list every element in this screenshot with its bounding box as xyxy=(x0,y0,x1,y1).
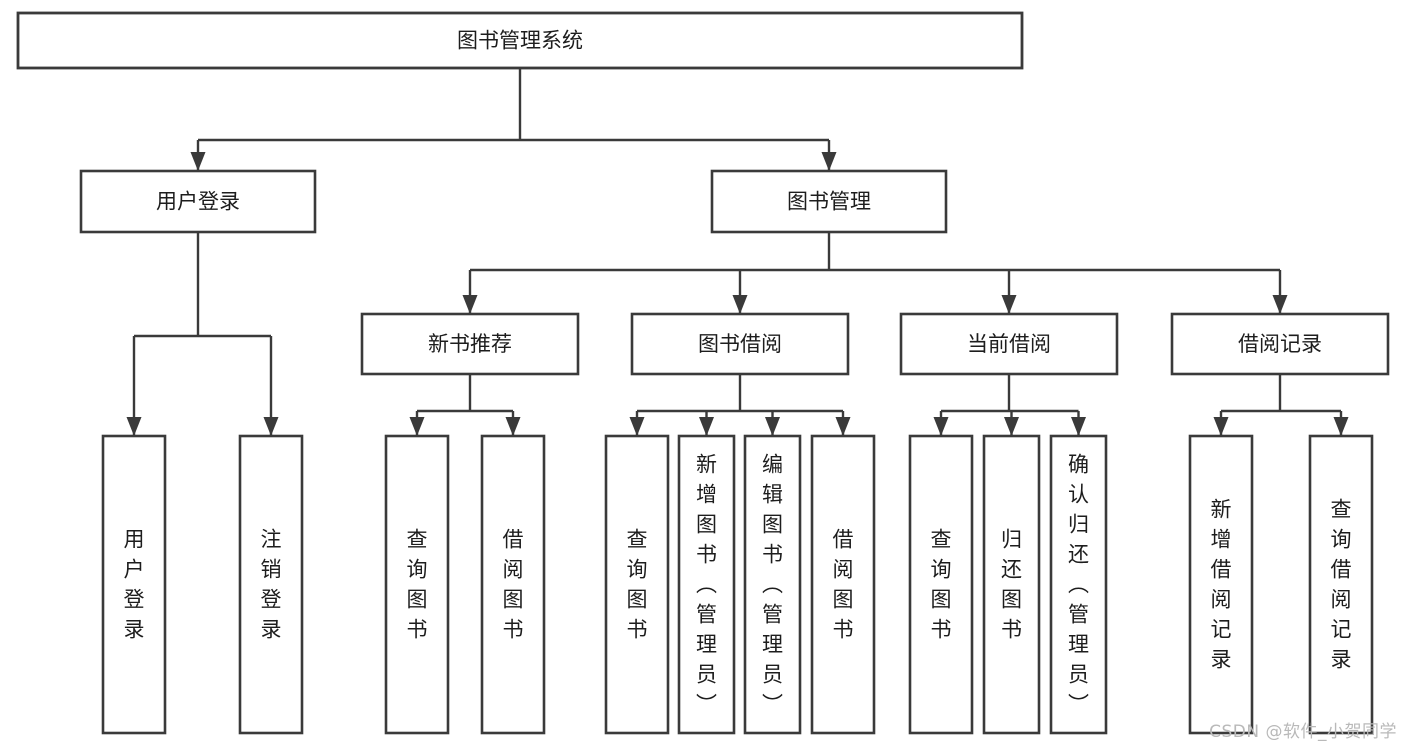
node-box-new-book-recommend xyxy=(360,312,580,376)
node-label-leaf-user-login: 用户登录 xyxy=(124,528,145,642)
node-leaf-add-book-admin[interactable]: 新增图书︵管理员︶ xyxy=(677,434,736,735)
node-box-borrow-record xyxy=(1170,312,1390,376)
node-label-leaf-add-book-admin: 新增图书︵管理员︶ xyxy=(696,453,717,717)
node-label-leaf-query-book-borrow: 查询图书 xyxy=(627,528,648,642)
node-leaf-logout[interactable]: 注销登录 xyxy=(238,434,304,735)
book-management-arrow-0 xyxy=(462,295,478,314)
node-label-new-book-recommend: 新书推荐 xyxy=(428,332,512,356)
node-leaf-query-borrow-record[interactable]: 查询借阅记录 xyxy=(1308,434,1374,735)
node-leaf-edit-book-admin[interactable]: 编辑图书︵管理员︶ xyxy=(743,434,802,735)
root-arrow-0 xyxy=(190,152,206,171)
node-book-borrow[interactable]: 图书借阅 xyxy=(630,312,850,376)
node-label-leaf-query-book-rec: 查询图书 xyxy=(407,528,428,642)
node-user-login[interactable]: 用户登录 xyxy=(79,169,317,234)
node-leaf-borrow-book-rec[interactable]: 借阅图书 xyxy=(480,434,546,735)
node-leaf-return-book[interactable]: 归还图书 xyxy=(982,434,1041,735)
node-label-book-borrow: 图书借阅 xyxy=(698,332,782,356)
node-box-leaf-query-book-rec xyxy=(384,434,450,735)
node-label-leaf-edit-book-admin: 编辑图书︵管理员︶ xyxy=(762,453,783,717)
node-box-leaf-query-borrow-record xyxy=(1308,434,1374,735)
node-label-leaf-query-borrow-record: 查询借阅记录 xyxy=(1331,498,1352,672)
node-label-borrow-record: 借阅记录 xyxy=(1238,332,1322,356)
node-leaf-add-borrow-record[interactable]: 新增借阅记录 xyxy=(1188,434,1254,735)
book-borrow-arrow-0 xyxy=(629,417,645,436)
node-leaf-user-login[interactable]: 用户登录 xyxy=(101,434,167,735)
node-box-leaf-query-book-cur xyxy=(908,434,974,735)
borrow-record-arrow-1 xyxy=(1333,417,1349,436)
borrow-record-arrow-0 xyxy=(1213,417,1229,436)
node-label-root: 图书管理系统 xyxy=(457,29,583,53)
node-label-leaf-add-borrow-record: 新增借阅记录 xyxy=(1211,498,1232,672)
node-box-leaf-logout xyxy=(238,434,304,735)
node-current-borrow[interactable]: 当前借阅 xyxy=(899,312,1119,376)
node-root[interactable]: 图书管理系统 xyxy=(16,11,1024,70)
book-management-arrow-3 xyxy=(1272,295,1288,314)
node-label-leaf-borrow-book: 借阅图书 xyxy=(833,528,854,642)
book-borrow-arrow-3 xyxy=(835,417,851,436)
current-borrow-arrow-1 xyxy=(1004,417,1019,436)
node-book-management[interactable]: 图书管理 xyxy=(710,169,948,234)
book-management-arrow-1 xyxy=(732,295,748,314)
node-label-book-management: 图书管理 xyxy=(787,190,871,214)
node-box-book-borrow xyxy=(630,312,850,376)
node-label-leaf-confirm-return-admin: 确认归还︵管理员︶ xyxy=(1068,453,1089,717)
node-label-user-login: 用户登录 xyxy=(156,190,240,214)
node-box-leaf-return-book xyxy=(982,434,1041,735)
book-borrow-arrow-1 xyxy=(699,417,714,436)
user-login-arrow-1 xyxy=(263,417,279,436)
node-leaf-query-book-rec[interactable]: 查询图书 xyxy=(384,434,450,735)
current-borrow-arrow-0 xyxy=(933,417,949,436)
root-arrow-1 xyxy=(821,152,837,171)
book-borrow-arrow-2 xyxy=(765,417,780,436)
node-label-leaf-return-book: 归还图书 xyxy=(1001,528,1022,642)
node-leaf-query-book-cur[interactable]: 查询图书 xyxy=(908,434,974,735)
connector-layer xyxy=(126,68,1349,436)
watermark-text: CSDN @软件_小贺同学 xyxy=(1209,722,1397,742)
node-box-user-login xyxy=(79,169,317,234)
new-book-recommend-arrow-0 xyxy=(409,417,425,436)
node-box-leaf-user-login xyxy=(101,434,167,735)
new-book-recommend-arrow-1 xyxy=(505,417,521,436)
node-box-current-borrow xyxy=(899,312,1119,376)
node-leaf-query-book-borrow[interactable]: 查询图书 xyxy=(604,434,670,735)
node-label-leaf-query-book-cur: 查询图书 xyxy=(931,528,952,642)
node-box-leaf-borrow-book-rec xyxy=(480,434,546,735)
current-borrow-arrow-2 xyxy=(1071,417,1086,436)
user-login-arrow-0 xyxy=(126,417,142,436)
node-box-root xyxy=(16,11,1024,70)
node-box-leaf-add-borrow-record xyxy=(1188,434,1254,735)
node-box-leaf-confirm-return-admin xyxy=(1049,434,1108,735)
node-label-current-borrow: 当前借阅 xyxy=(967,332,1051,356)
node-label-leaf-logout: 注销登录 xyxy=(261,528,282,642)
node-leaf-borrow-book[interactable]: 借阅图书 xyxy=(810,434,876,735)
book-management-arrow-2 xyxy=(1001,295,1017,314)
node-new-book-recommend[interactable]: 新书推荐 xyxy=(360,312,580,376)
node-box-leaf-edit-book-admin xyxy=(743,434,802,735)
node-box-leaf-add-book-admin xyxy=(677,434,736,735)
node-box-leaf-query-book-borrow xyxy=(604,434,670,735)
node-label-leaf-borrow-book-rec: 借阅图书 xyxy=(503,528,524,642)
node-box-leaf-borrow-book xyxy=(810,434,876,735)
node-borrow-record[interactable]: 借阅记录 xyxy=(1170,312,1390,376)
node-leaf-confirm-return-admin[interactable]: 确认归还︵管理员︶ xyxy=(1049,434,1108,735)
node-layer: 图书管理系统用户登录图书管理新书推荐图书借阅当前借阅借阅记录用户登录注销登录查询… xyxy=(16,11,1390,735)
node-box-book-management xyxy=(710,169,948,234)
